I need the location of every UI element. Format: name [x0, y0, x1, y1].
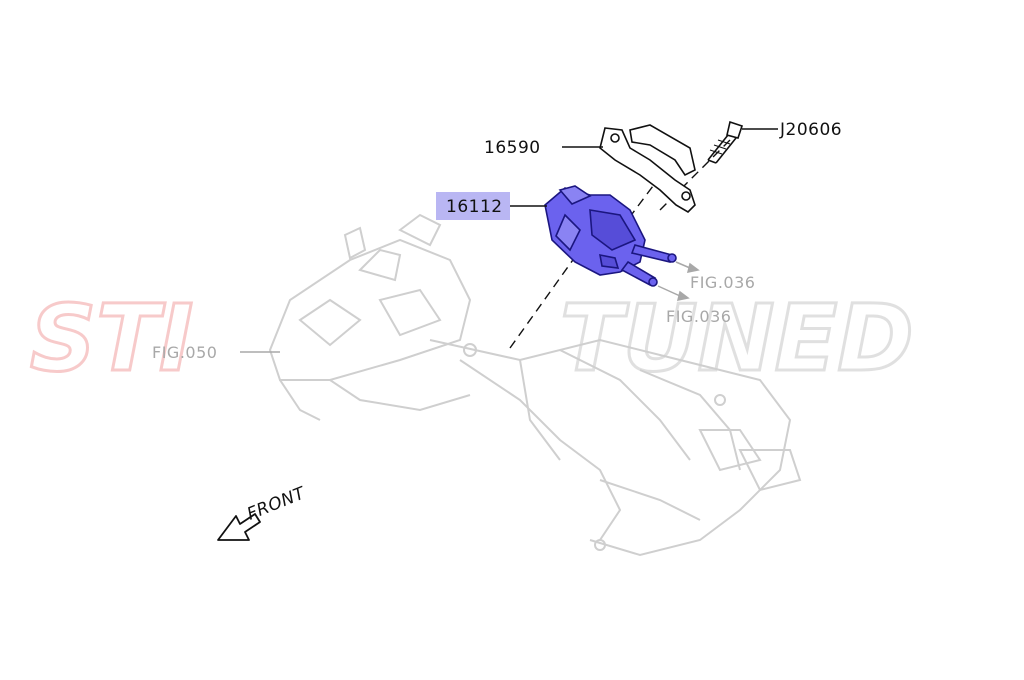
bracket-16590: [599, 124, 696, 214]
throttle-body-16112: [544, 185, 677, 287]
fig-050-label: FIG.050: [152, 343, 217, 362]
label-16112-group[interactable]: 16112: [436, 192, 547, 220]
watermark-sti: STI: [30, 285, 193, 392]
fig-036-lower-label: FIG.036: [666, 307, 731, 326]
front-label: FRONT: [244, 483, 309, 525]
intake-manifold-ghost: [268, 213, 802, 557]
label-16590-group[interactable]: 16590: [484, 138, 603, 158]
watermark: STI TUNED: [29, 284, 916, 394]
fig-036-upper-label: FIG.036: [690, 273, 755, 292]
part-number-j20606[interactable]: J20606: [779, 120, 842, 140]
part-number-16590[interactable]: 16590: [484, 138, 541, 158]
front-direction-indicator: FRONT: [217, 483, 309, 541]
part-number-16112[interactable]: 16112: [446, 197, 503, 217]
front-arrow-icon: [217, 513, 261, 541]
highlight-label-bg: [436, 192, 510, 220]
bolt-j20606: [707, 120, 744, 164]
fig036-arrows: [657, 261, 700, 301]
label-j20606-group[interactable]: J20606: [742, 120, 842, 140]
